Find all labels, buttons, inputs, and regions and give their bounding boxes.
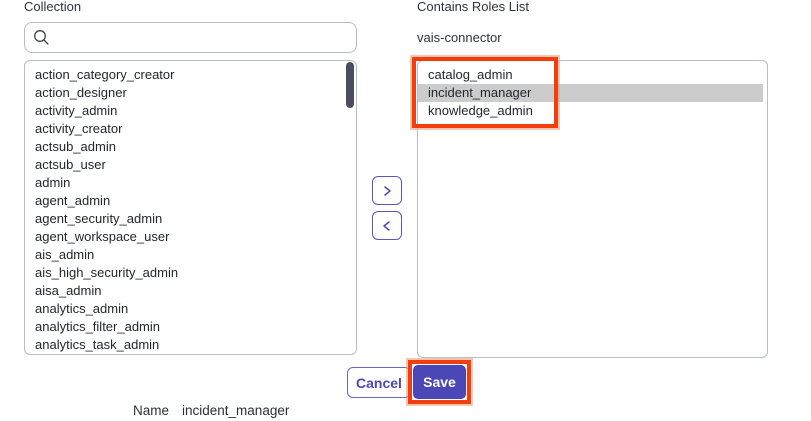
collection-role-item[interactable]: action_category_creator (35, 67, 175, 82)
contained-role-item[interactable]: catalog_admin (428, 67, 513, 82)
name-row: Name incident_manager (133, 403, 289, 418)
collection-label: Collection (24, 0, 82, 14)
collection-role-item[interactable]: actsub_user (35, 157, 106, 172)
collection-search-input[interactable] (56, 30, 348, 45)
chevron-left-icon (383, 220, 390, 231)
collection-role-item[interactable]: ais_admin (35, 247, 95, 262)
contained-role-item[interactable]: incident_manager (418, 84, 763, 102)
collection-role-item[interactable]: agent_security_admin (35, 211, 163, 226)
collection-role-item[interactable]: analytics_task_admin (35, 337, 160, 352)
collection-role-item[interactable]: activity_admin (35, 103, 118, 118)
scrollbar-thumb[interactable] (346, 62, 354, 108)
move-right-button[interactable] (372, 176, 402, 205)
chevron-right-icon (384, 185, 391, 196)
name-label: Name (133, 403, 170, 418)
collection-role-item[interactable]: ais_high_security_admin (35, 265, 179, 280)
save-button[interactable]: Save (413, 365, 466, 399)
move-left-button[interactable] (372, 211, 402, 240)
group-name: vais-connector (417, 30, 502, 45)
contained-role-item[interactable]: knowledge_admin (428, 103, 533, 118)
contains-roles-list[interactable]: catalog_admin incident_manager knowledge… (417, 60, 768, 358)
collection-role-item[interactable]: analytics_filter_admin (35, 319, 161, 334)
collection-role-item[interactable]: agent_workspace_user (35, 229, 170, 244)
contains-roles-label: Contains Roles List (417, 0, 529, 14)
collection-role-item[interactable]: agent_admin (35, 193, 111, 208)
collection-role-item[interactable]: aisa_admin (35, 283, 102, 298)
cancel-button[interactable]: Cancel (347, 367, 411, 398)
collection-role-item[interactable]: action_designer (35, 85, 127, 100)
collection-role-item[interactable]: actsub_admin (35, 139, 116, 154)
name-value: incident_manager (182, 403, 290, 418)
collection-role-item[interactable]: analytics_admin (35, 301, 129, 316)
collection-role-item[interactable]: admin (35, 175, 71, 190)
collection-list[interactable]: action_category_creator action_designer … (24, 60, 357, 355)
collection-role-item[interactable]: activity_creator (35, 121, 123, 136)
collection-search[interactable] (24, 22, 357, 53)
search-icon (34, 30, 49, 45)
collection-role-item[interactable]: analytics_viewer (25, 354, 356, 355)
